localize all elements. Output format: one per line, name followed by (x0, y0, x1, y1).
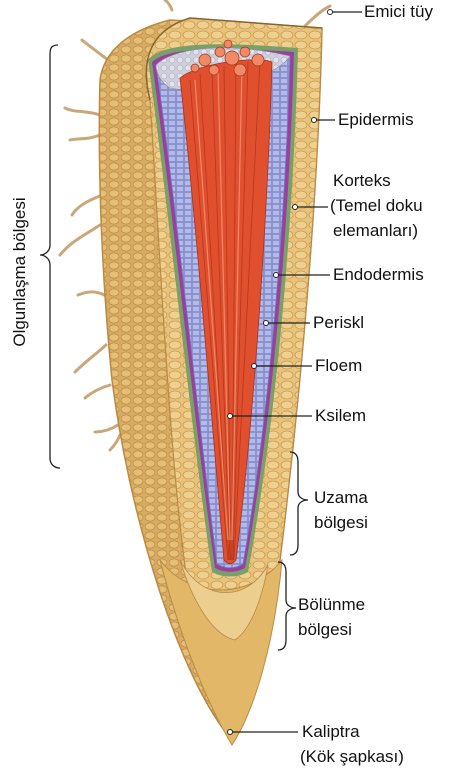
elongation-bracket (290, 452, 308, 555)
cortex-label-line3: elemanları) (333, 220, 418, 242)
endodermis-label: Endodermis (333, 264, 424, 286)
cortex-label-line1: Korteks (333, 170, 391, 192)
cortex-label-line2: (Temel doku (330, 195, 423, 217)
xylem-label: Ksilem (315, 405, 366, 427)
root-cap-label-line1: Kaliptra (302, 721, 360, 743)
root-hair-label: Emici tüy (364, 1, 433, 23)
maturation-bracket (40, 45, 60, 468)
pericycle-label: Periskl (313, 312, 364, 334)
phloem-label: Floem (315, 355, 362, 377)
division-label-line2: bölgesi (298, 619, 352, 641)
division-label-line1: Bölünme (298, 594, 365, 616)
elongation-label-line2: bölgesi (314, 512, 368, 534)
root-cap-label-line2: (Kök şapkası) (300, 746, 404, 768)
epidermis-label: Epidermis (338, 109, 414, 131)
elongation-label-line1: Uzama (314, 487, 368, 509)
maturation-zone-label: Olgunlaşma bölgesi (10, 172, 30, 372)
